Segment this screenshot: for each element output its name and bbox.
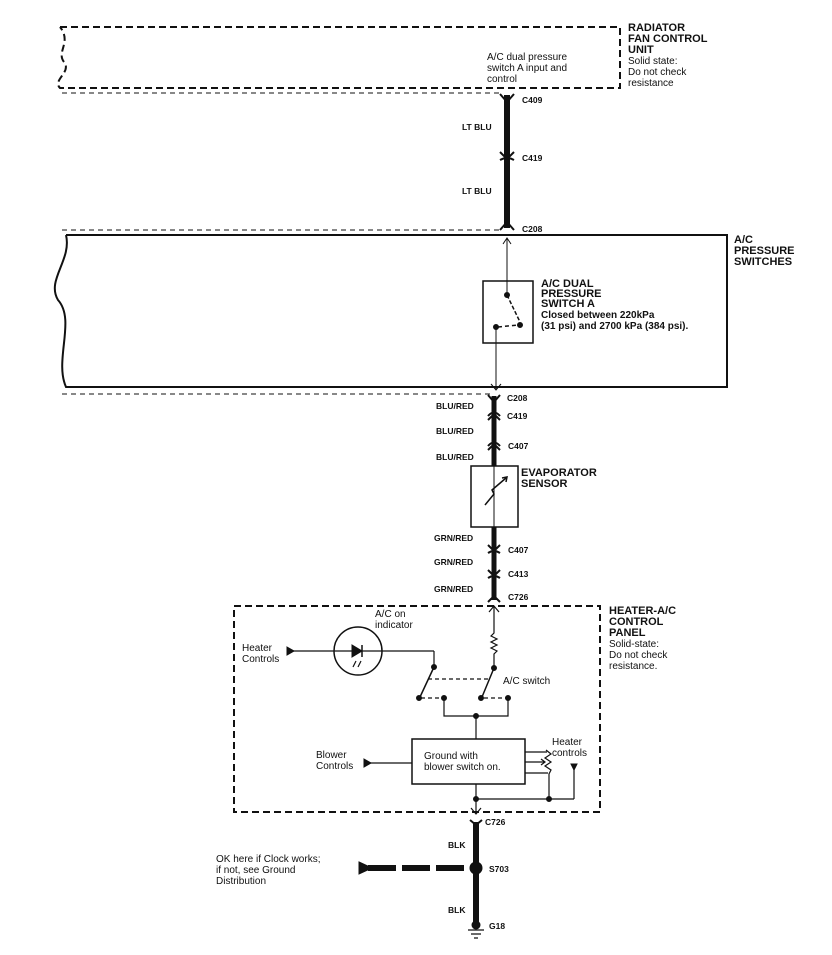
connector-c419: C419 bbox=[522, 153, 543, 163]
ac-switch-label: A/C switch bbox=[503, 676, 550, 687]
wire-color-label: GRN/RED bbox=[434, 557, 473, 567]
connector-c413: C413 bbox=[508, 569, 529, 579]
ac-pressure-switches: A/C PRESSURE SWITCHES A/C DUAL PRESSURE … bbox=[53, 234, 798, 395]
ground-g18: G18 bbox=[489, 921, 505, 931]
radiator-fan-title: RADIATOR FAN CONTROL UNIT bbox=[628, 22, 710, 56]
radiator-fan-control-unit: RADIATOR FAN CONTROL UNIT Solid state: D… bbox=[57, 22, 710, 94]
lt-blu-wire: C409 C419 C208 LT BLU LT BLU bbox=[62, 93, 543, 234]
connector-c409: C409 bbox=[522, 95, 543, 105]
svg-text:HEATER-A/C CONTROL: HEATER-A/C CONTROL PANEL bbox=[609, 605, 679, 639]
pin-label: A/C dual pressure switch A input and con… bbox=[487, 52, 570, 85]
wire-color-label: GRN/RED bbox=[434, 533, 473, 543]
wire-color-label: BLK bbox=[448, 905, 466, 915]
dual-switch-title: A/C DUAL PRESSURE SWITCH A bbox=[541, 278, 605, 310]
connector-c407: C407 bbox=[508, 441, 529, 451]
connector-c419: C419 bbox=[507, 411, 528, 421]
svg-text:EVAPORATOR SENSOR: EVAPORATOR SENSOR bbox=[521, 467, 600, 490]
wire-color-label: BLU/RED bbox=[436, 401, 474, 411]
heater-controls-label: Heater Controls bbox=[242, 643, 279, 665]
heater-ac-control-panel: HEATER-A/C CONTROL PANEL Solid-state: Do… bbox=[233, 605, 679, 813]
wire-color-label: BLK bbox=[448, 840, 466, 850]
connector-c726: C726 bbox=[485, 817, 506, 827]
ground-box-label: Ground with blower switch on. bbox=[424, 751, 501, 773]
wire-color-label: BLU/RED bbox=[436, 452, 474, 462]
heater-controls-right-label: Heater controls bbox=[552, 737, 587, 759]
radiator-fan-note: Solid state: Do not check resistance bbox=[628, 56, 689, 89]
connector-c726: C726 bbox=[508, 592, 529, 602]
blk-ground-wire: C726 S703 G18 BLK BLK OK here if Clock w… bbox=[216, 807, 509, 939]
blower-controls-label: Blower Controls bbox=[316, 750, 353, 772]
wire-color-label: GRN/RED bbox=[434, 584, 473, 594]
wire-color-label: BLU/RED bbox=[436, 426, 474, 436]
splice-s703: S703 bbox=[489, 864, 509, 874]
wire-color-label: LT BLU bbox=[462, 122, 492, 132]
ground-distribution-note: OK here if Clock works; if not, see Grou… bbox=[216, 854, 323, 887]
blu-red-wire: C208 C419 C407 BLU/RED BLU/RED BLU/RED bbox=[436, 393, 529, 466]
connector-c208: C208 bbox=[507, 393, 528, 403]
wire-color-label: LT BLU bbox=[462, 186, 492, 196]
dual-pressure-switch bbox=[482, 280, 534, 391]
grn-red-wire: C407 C413 C726 GRN/RED GRN/RED GRN/RED bbox=[434, 527, 529, 603]
connector-c208: C208 bbox=[522, 224, 543, 234]
dual-switch-note: Closed between 220kPa (31 psi) and 2700 … bbox=[541, 310, 689, 332]
svg-text:A/C on indicator: A/C on indicator bbox=[375, 609, 413, 631]
evaporator-sensor: EVAPORATOR SENSOR bbox=[470, 465, 600, 528]
svg-text:Solid-state: Do not chec: Solid-state: Do not check resistance. bbox=[609, 639, 670, 672]
pressure-switches-title: A/C PRESSURE SWITCHES bbox=[734, 234, 798, 268]
connector-c407: C407 bbox=[508, 545, 529, 555]
